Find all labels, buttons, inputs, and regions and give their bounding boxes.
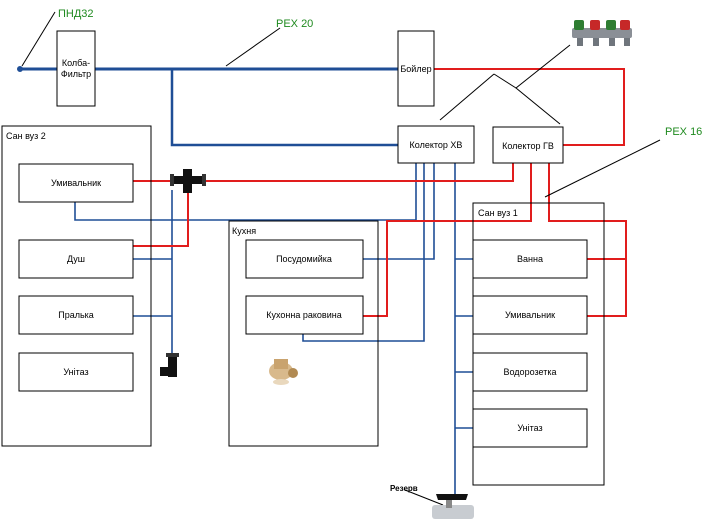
filter-housing: Колба- Фильтр [56,30,96,107]
pipe-hot-to-bath2-sink [133,163,514,182]
fixture-label: Ванна [517,254,543,264]
fixture-label: Унітаз [63,367,88,377]
pipe-hot-to-shower [133,181,189,247]
fixture-bath1-toilet: Унітаз [472,408,588,448]
fixture-bath1-sink: Умивальник [472,295,588,335]
fixture-label: Душ [67,254,85,264]
label-pex20: PEX 20 [276,18,313,30]
room-bathroom1: Сан вуз 1 Ванна Умивальник Водорозетка У… [472,202,605,486]
tee-fitting-icon [170,169,206,193]
room-kitchen-title: Кухня [232,226,256,236]
elbow-fitting-icon [160,353,179,377]
collector-cold: Колектор ХВ [397,125,475,164]
inlet-point [17,66,23,72]
label-pnd32: ПНД32 [58,8,94,20]
fixture-bath2-sink: Умивальник [18,163,134,203]
filter-label-line1: Колба- [62,58,90,68]
cold-water-pipes [17,66,473,500]
pipe-hot-to-kitchen [363,163,532,317]
collector-hot-label: Колектор ГВ [502,141,554,151]
fixture-washing-machine: Пралька [18,295,134,335]
room-kitchen: Кухня Посудомийка Кухонна раковина [228,220,379,447]
pipe-boiler-to-collector-hot [434,68,625,146]
room-bathroom1-title: Сан вуз 1 [478,208,518,218]
hot-water-pipes [133,68,627,317]
fixture-bath2-toilet: Унітаз [18,352,134,392]
annotation-arrows [21,11,661,506]
pipe-hot-to-bath1-sink [587,259,627,317]
collector-hot: Колектор ГВ [492,126,564,164]
pipe-hot-to-bath [548,163,627,260]
label-pex16: PEX 16 [665,126,702,138]
ball-valve-icon [432,494,474,519]
fixture-label: Водорозетка [504,367,557,377]
filter-label-line2: Фильтр [61,69,91,79]
room-bathroom2: Сан вуз 2 Умивальник Душ Пралька Унітаз [1,125,152,447]
manifold-icon [572,20,632,46]
pipe-hv-to-bath2-sink [74,163,417,221]
fixture-label: Умивальник [505,310,555,320]
fixture-dishwasher: Посудомийка [245,239,364,279]
pipe-to-collector-cold [170,69,398,147]
boiler: Бойлер [397,30,435,107]
fixture-label: Посудомийка [276,254,332,264]
fixture-bathtub: Ванна [472,239,588,279]
boiler-label: Бойлер [400,64,431,74]
pipe-hv-to-kitchen-sink [302,163,425,342]
room-bathroom2-title: Сан вуз 2 [6,131,46,141]
label-reserve: Резерв [390,484,418,493]
fixture-shower: Душ [18,239,134,279]
fixture-label: Пралька [58,310,94,320]
fixture-label: Умивальник [51,178,101,188]
collector-cold-label: Колектор ХВ [410,140,463,150]
fixture-label: Унітаз [517,423,542,433]
fixture-water-outlet: Водорозетка [472,352,588,392]
fixture-label: Кухонна раковина [266,310,341,320]
brass-fitting-icon [269,359,298,385]
fixture-kitchen-sink: Кухонна раковина [245,295,364,335]
